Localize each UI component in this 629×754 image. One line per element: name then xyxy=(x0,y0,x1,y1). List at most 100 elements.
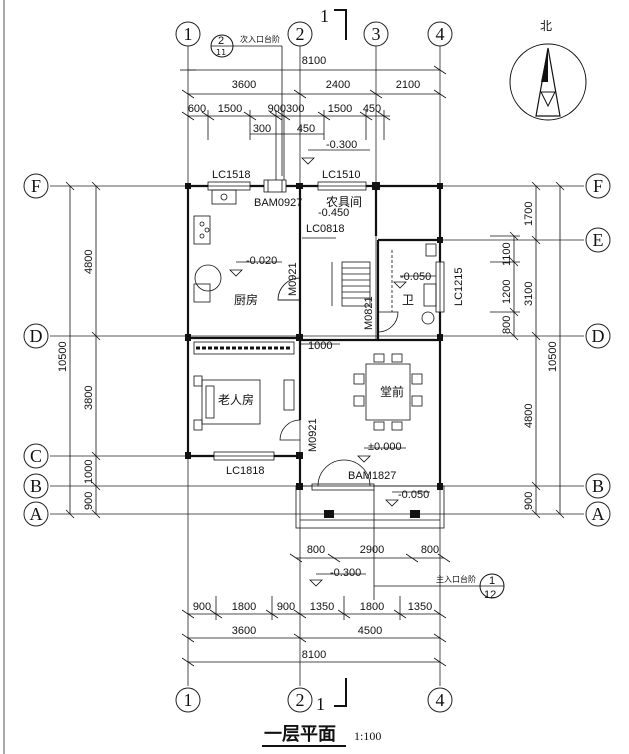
window-lc1818: LC1818 xyxy=(226,465,265,477)
room-hall: 堂前 xyxy=(380,384,404,399)
level-marks xyxy=(229,261,436,587)
dim-left-bay-4: 900 xyxy=(83,492,95,510)
grid-row-d-left: D xyxy=(30,326,43,346)
grid-col-4-bottom: 4 xyxy=(436,690,445,710)
grid-col-1-top: 1 xyxy=(184,24,193,44)
section-mark-bottom xyxy=(334,678,347,707)
grid-row-f-left: F xyxy=(31,176,41,196)
dim-top-total: 8100 xyxy=(302,55,326,67)
grid-bubble-labels: 1 2 3 4 1 2 4 F F E D D C B B A A xyxy=(30,24,605,710)
north-label: 北 xyxy=(540,19,552,33)
main-ref-num: 1 xyxy=(489,575,495,587)
north-arrow xyxy=(509,43,587,121)
dim-right-900: 900 xyxy=(523,492,535,510)
dim-top-small-1: 300 xyxy=(253,123,271,135)
level-kitchen: -0.020 xyxy=(246,255,277,267)
grid-row-b-left: B xyxy=(30,476,42,496)
section-mark-top-label: 1 xyxy=(320,6,329,26)
grid-row-c-left: C xyxy=(30,446,42,466)
dim-bottom-detail-3: 900 xyxy=(277,601,295,613)
dim-left-total: 10500 xyxy=(57,341,69,372)
drawing-title: 一层平面 xyxy=(264,724,336,745)
dim-entry-1: 800 xyxy=(307,544,325,556)
dim-left-bay-1: 4800 xyxy=(83,250,95,274)
secondary-ref-den: 11 xyxy=(216,48,226,57)
grid-col-2-bottom: 2 xyxy=(296,690,305,710)
dim-right-total: 10500 xyxy=(547,341,559,372)
door-bam0927: BAM0927 xyxy=(254,197,302,209)
room-tool: 农具间 xyxy=(326,195,362,209)
grid-col-4-top: 4 xyxy=(436,24,445,44)
window-lc1510: LC1510 xyxy=(322,169,361,181)
doors-graphics xyxy=(263,179,399,491)
grid-row-e-right: E xyxy=(593,230,604,250)
section-mark-top xyxy=(334,9,347,40)
level-top-entry: -0.300 xyxy=(326,139,357,151)
door-m0921-hall: M0921 xyxy=(307,418,319,452)
door-m0921-kitchen: M0921 xyxy=(287,262,299,296)
dim-left-bay-2: 3800 xyxy=(83,386,95,410)
bottom-dimension-text: 800 2900 800 900 1800 900 1350 1800 1350… xyxy=(193,544,439,661)
room-toilet: 卫 xyxy=(402,293,414,307)
grid-col-2-top: 2 xyxy=(296,24,305,44)
dim-right-800: 800 xyxy=(501,316,513,334)
level-hall: ±0.000 xyxy=(368,441,402,453)
dim-bottom-detail-2: 1800 xyxy=(232,601,256,613)
top-dimension-text: 8100 3600 2400 2100 600 1500 900300 1500… xyxy=(188,55,420,135)
door-m0821: M0821 xyxy=(363,296,375,330)
dim-top-detail-5: 450 xyxy=(363,103,381,115)
level-toilet: -0.050 xyxy=(400,271,431,283)
level-entry-bottom: -0.300 xyxy=(330,567,361,579)
grid-bubbles xyxy=(23,21,611,713)
bottom-dimension-lines xyxy=(181,553,451,667)
dim-bottom-bay-2: 4500 xyxy=(358,625,382,637)
dim-top-small-2: 450 xyxy=(297,123,315,135)
dim-top-detail-1: 600 xyxy=(188,103,206,115)
dim-entry-2: 2900 xyxy=(360,544,384,556)
dim-bottom-detail-6: 1350 xyxy=(408,601,432,613)
dim-bottom-detail-4: 1350 xyxy=(310,601,334,613)
door-bam1827: BAM1827 xyxy=(348,470,396,482)
kitchen-fixtures xyxy=(193,189,237,303)
grid-row-b-right: B xyxy=(592,476,604,496)
level-porch: -0.050 xyxy=(398,489,429,501)
dim-right-3100: 3100 xyxy=(523,282,535,306)
stair xyxy=(302,237,371,307)
dim-bottom-detail-5: 1800 xyxy=(360,601,384,613)
dim-top-detail-4: 1500 xyxy=(328,103,352,115)
main-entry-ref xyxy=(374,573,505,599)
dim-top-bay-1: 3600 xyxy=(232,79,256,91)
grid-row-d-right: D xyxy=(592,326,605,346)
elder-room-furniture xyxy=(193,341,295,431)
top-dimension-lines xyxy=(180,65,447,180)
dim-bottom-bay-1: 3600 xyxy=(232,625,256,637)
window-lc1215: LC1215 xyxy=(453,267,465,306)
level-tool-room: -0.450 xyxy=(318,207,349,219)
main-entry-note: 主入口台阶 xyxy=(436,574,476,584)
dim-right-1700: 1700 xyxy=(523,202,535,226)
secondary-entry-note: 次入口台阶 xyxy=(240,34,280,44)
dining-set xyxy=(353,353,423,431)
drawing-scale: 1:100 xyxy=(354,729,381,743)
dim-top-detail-2: 1500 xyxy=(218,103,242,115)
dim-left-bay-3: 1000 xyxy=(83,460,95,484)
dim-bottom-detail-1: 900 xyxy=(193,601,211,613)
grid-row-a-right: A xyxy=(592,504,605,524)
secondary-ref-num: 2 xyxy=(218,35,224,47)
room-elder: 老人房 xyxy=(218,392,254,407)
dim-right-4800: 4800 xyxy=(523,404,535,428)
dim-top-bay-3: 2100 xyxy=(396,79,420,91)
dim-bottom-total: 8100 xyxy=(302,649,326,661)
columns xyxy=(185,182,443,518)
dim-top-bay-2: 2400 xyxy=(326,79,350,91)
right-dimension-lines xyxy=(490,181,565,519)
door-lc0818: LC0818 xyxy=(306,223,345,235)
dim-corridor: 1000 xyxy=(308,340,332,352)
secondary-entry-ref xyxy=(210,34,283,176)
room-kitchen: 厨房 xyxy=(234,292,258,307)
dim-right-1200: 1200 xyxy=(501,280,513,304)
porch xyxy=(295,485,445,600)
dim-entry-3: 800 xyxy=(421,544,439,556)
grid-col-1-bottom: 1 xyxy=(184,690,193,710)
